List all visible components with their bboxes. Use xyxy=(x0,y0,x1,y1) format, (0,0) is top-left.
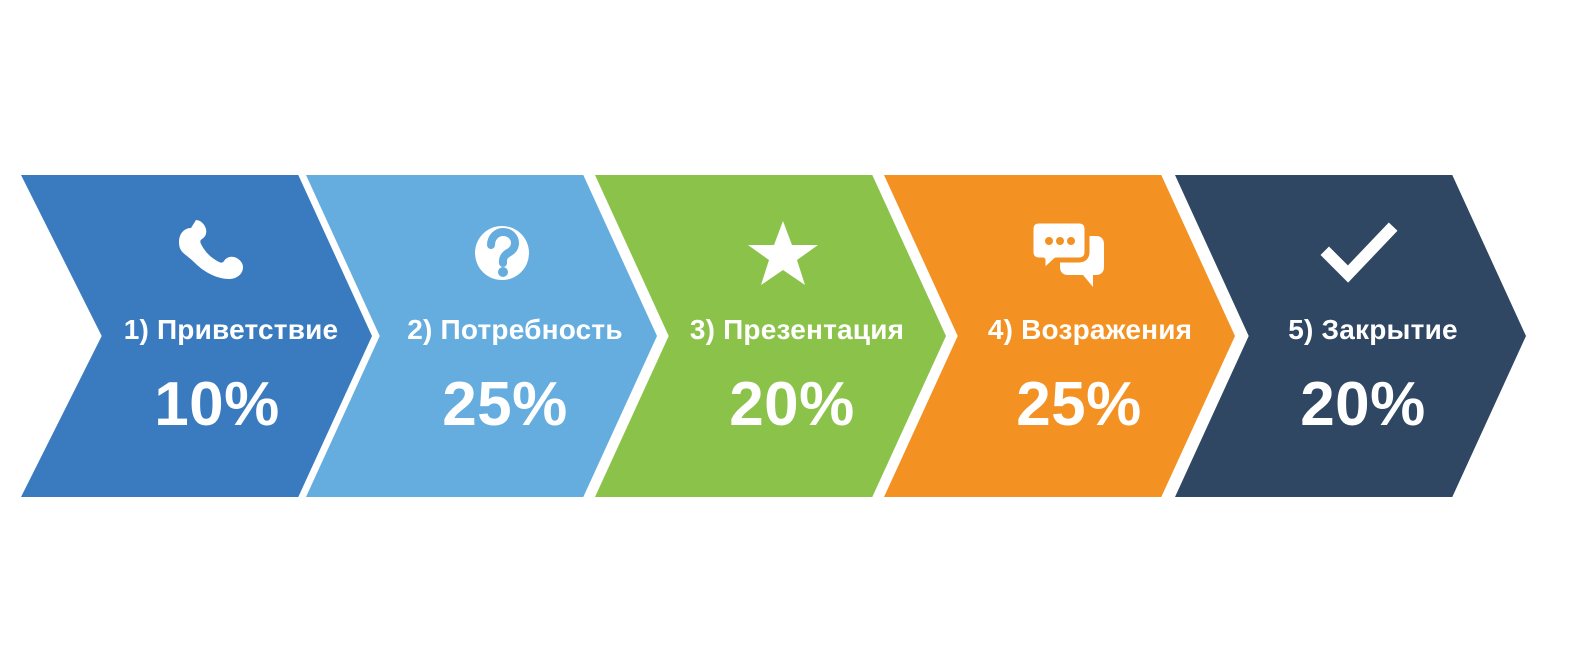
star-icon xyxy=(748,221,818,285)
stage-percentage: 25% xyxy=(442,370,568,439)
checkmark-icon xyxy=(1320,222,1398,283)
stage-content: 3) Презентация 20% xyxy=(595,175,946,497)
stage-content: 1) Приветствие 10% xyxy=(21,175,372,497)
stage-content: 2) Потребность 25% xyxy=(306,175,657,497)
stage-label: 5) Закрытие xyxy=(1288,314,1458,345)
stage-percentage: 20% xyxy=(1300,370,1426,439)
stage-label: 1) Приветствие xyxy=(123,314,339,345)
stage-label: 3) Презентация xyxy=(689,314,905,345)
phone-icon xyxy=(179,220,243,279)
stage-content: 4) Возражения 25% xyxy=(884,175,1235,497)
stage-percentage: 25% xyxy=(1016,370,1142,439)
stage-percentage: 20% xyxy=(729,370,855,439)
stage-chevron-closing: 5) Закрытие 20% xyxy=(1175,175,1526,497)
stage-content: 5) Закрытие 20% xyxy=(1175,175,1526,497)
stage-label: 4) Возражения xyxy=(987,314,1193,345)
chat-icon xyxy=(1028,218,1104,287)
question-icon xyxy=(475,226,529,280)
stage-percentage: 10% xyxy=(154,370,280,439)
stage-label: 2) Потребность xyxy=(407,314,623,345)
stage-chevron-greeting: 1) Приветствие 10% xyxy=(21,175,372,497)
